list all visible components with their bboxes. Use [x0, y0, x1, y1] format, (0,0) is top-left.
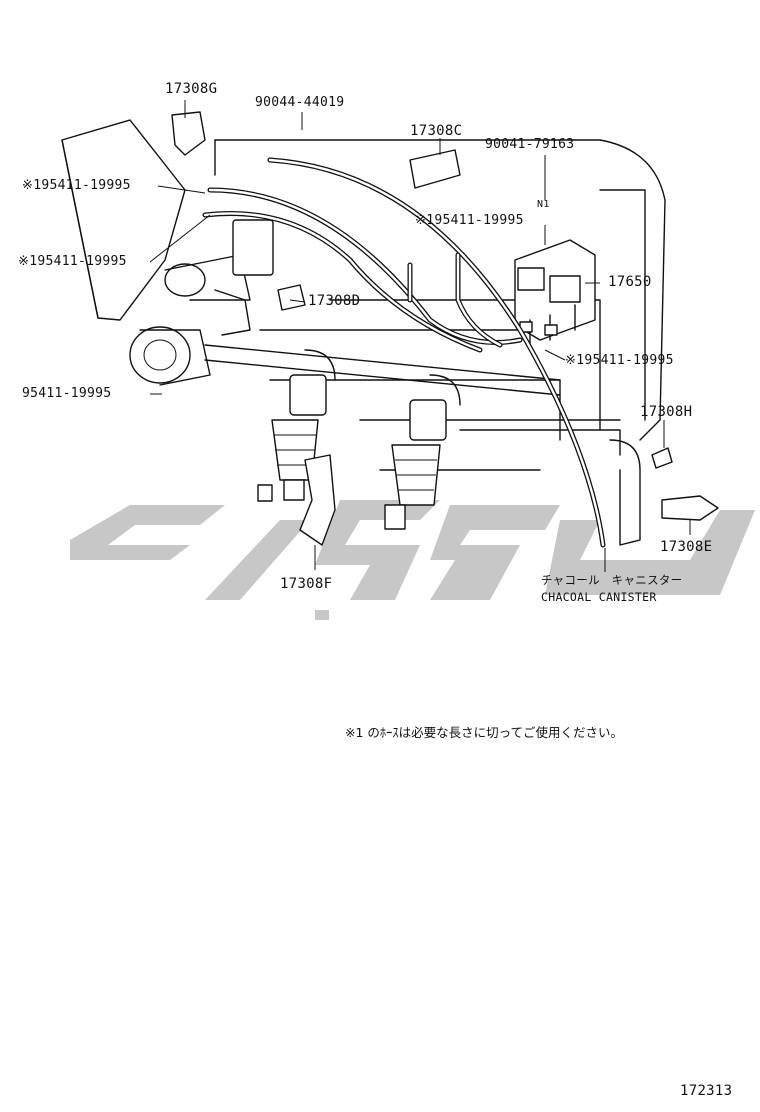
label-95411-19995: 95411-19995 [22, 386, 112, 401]
label-canister-en: CHACOAL CANISTER [541, 590, 657, 604]
throttle-body [129, 219, 561, 396]
label-17308G: 17308G [165, 81, 218, 97]
vsv-valve-17650 [514, 239, 596, 346]
label-195411-19995-left: ※195411-19995 [18, 254, 127, 269]
label-90041-79163: 90041-79163 [485, 137, 575, 152]
clip-17308H [651, 447, 673, 469]
label-canister-jp: チャコール キャニスター [541, 573, 683, 587]
clip-17308G [171, 111, 206, 156]
label-195411-19995-right: ※195411-19995 [565, 353, 674, 368]
clip-17308F [299, 454, 336, 546]
label-17650: 17650 [608, 274, 652, 290]
vacuum-hoses [202, 157, 606, 548]
label-17308F: 17308F [280, 576, 333, 592]
label-17308E: 17308E [660, 539, 713, 555]
label-195411-19995-mid: ※195411-19995 [415, 213, 524, 228]
label-17308H: 17308H [640, 404, 693, 420]
clip-17308C [409, 149, 461, 189]
hose-cut-note: ※1 のﾎｰｽは必要な長さに切ってご使用ください。 [345, 725, 624, 740]
clip-17308D [277, 284, 306, 311]
label-90044-44019: 90044-44019 [255, 95, 345, 110]
label-17308D: 17308D [308, 293, 361, 309]
watermark-logo [70, 500, 755, 620]
clip-17308E [661, 495, 719, 521]
injector-right [384, 374, 461, 530]
label-195411-19995-top: ※195411-19995 [22, 178, 131, 193]
label-17308C: 17308C [410, 123, 463, 139]
diagram-number: 172313 [680, 1083, 733, 1099]
leader-lines [149, 100, 691, 572]
ref-n1-marker: N1 [537, 199, 550, 210]
